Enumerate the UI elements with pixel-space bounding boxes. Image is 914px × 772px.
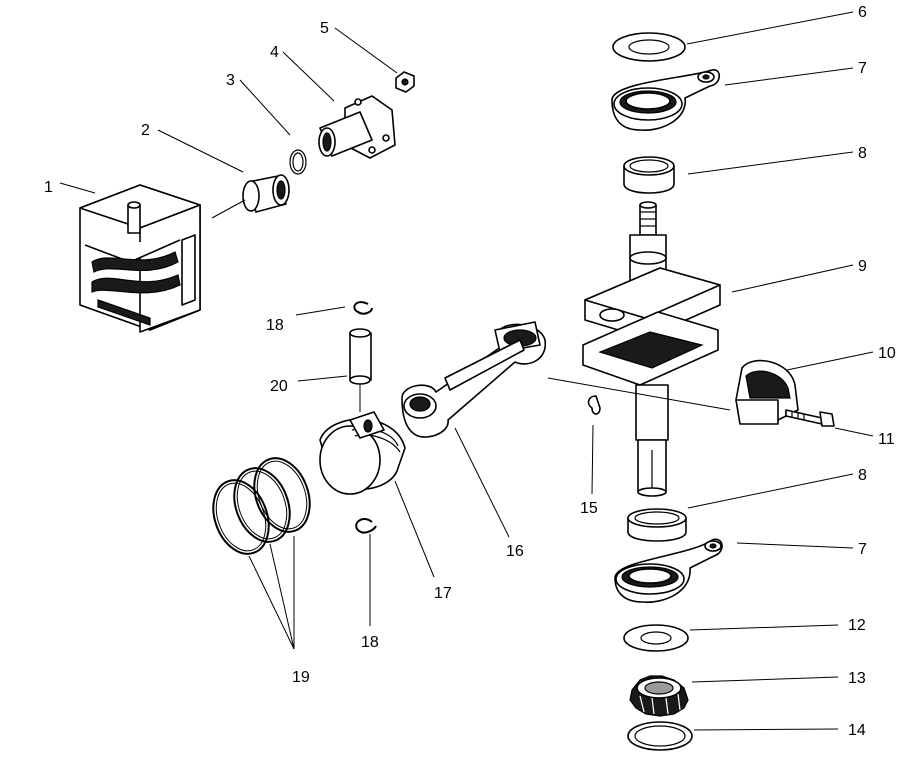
callout-10: 10 (878, 345, 896, 362)
nut (395, 71, 415, 93)
connecting-rod (401, 321, 546, 438)
callout-5: 5 (320, 20, 329, 37)
callout-11: 11 (878, 431, 895, 448)
callout-20: 20 (270, 378, 288, 395)
circlip-bottom (355, 518, 377, 534)
washer (623, 624, 689, 652)
callout-17: 17 (434, 585, 452, 602)
callout-7-bottom: 7 (858, 541, 867, 558)
bearing-race-top (623, 156, 675, 194)
callout-19: 19 (292, 669, 310, 686)
wrist-pin (349, 328, 372, 412)
bearing-carrier-top (611, 69, 721, 131)
callout-6: 6 (858, 4, 867, 21)
rod-bolt (785, 409, 835, 427)
circlip-top (353, 301, 373, 315)
thrust-washer (612, 32, 686, 62)
piston (319, 411, 406, 495)
shim-washer (627, 721, 693, 751)
callout-numbers: 1 2 3 4 5 6 7 8 9 10 11 8 7 12 13 14 15 … (44, 4, 896, 739)
callout-15: 15 (580, 500, 598, 517)
leader-lines (59, 11, 874, 731)
callout-18-bottom: 18 (361, 634, 379, 651)
callout-14: 14 (848, 722, 866, 739)
callout-3: 3 (226, 72, 235, 89)
piston-rings (212, 457, 311, 555)
drive-gear (629, 675, 689, 717)
woodruff-key (587, 395, 601, 415)
callout-18-top: 18 (266, 317, 284, 334)
callout-1: 1 (44, 179, 53, 196)
callout-9: 9 (858, 258, 867, 275)
callout-4: 4 (270, 44, 279, 61)
bearing-race-bottom (627, 508, 687, 542)
bearing-carrier-bottom (614, 538, 723, 603)
callout-12: 12 (848, 617, 866, 634)
callout-13: 13 (848, 670, 866, 687)
callout-16: 16 (506, 543, 524, 560)
callout-2: 2 (141, 122, 150, 139)
o-ring (289, 149, 307, 175)
crankcase-block (79, 184, 201, 333)
rod-cap (735, 359, 799, 425)
callout-8-bottom: 8 (858, 467, 867, 484)
bearing-housing (318, 95, 396, 159)
bushing (211, 174, 290, 219)
callout-8-top: 8 (858, 145, 867, 162)
callout-7-top: 7 (858, 60, 867, 77)
crankshaft (582, 201, 721, 497)
